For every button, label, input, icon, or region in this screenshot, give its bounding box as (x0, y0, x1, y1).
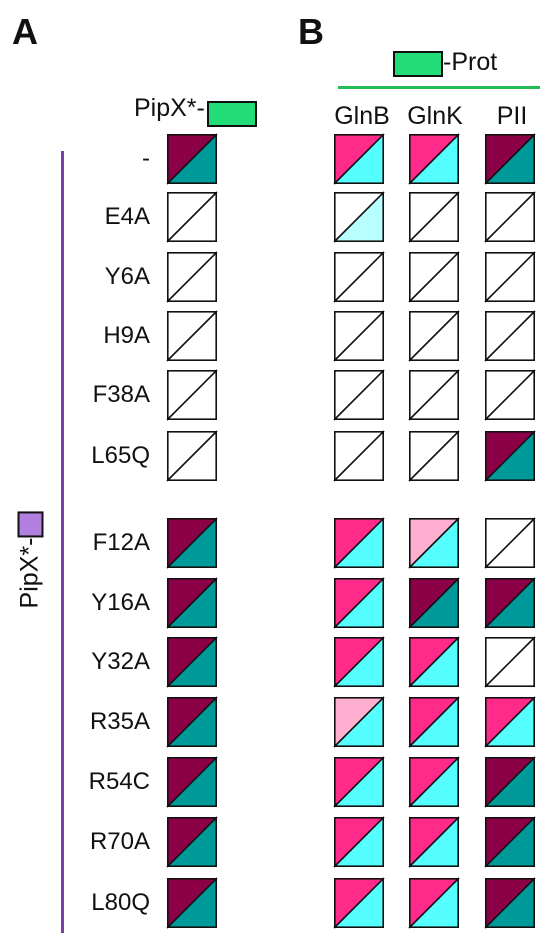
column-header-glnb: GlnB (334, 102, 390, 130)
cell-a-row-11 (166, 816, 218, 868)
cell-a-row-5 (166, 430, 218, 482)
cell-pii-row-10 (484, 756, 536, 808)
cell-glnk-row-10 (408, 756, 460, 808)
row-label: R35A (89, 708, 150, 735)
cell-pii-row-12 (484, 877, 536, 929)
cell-a-row-6 (166, 517, 218, 569)
cell-glnb-row-1 (333, 191, 385, 243)
cell-glnk-row-6 (408, 517, 460, 569)
cell-a-row-12 (166, 877, 218, 929)
header-b-tag (393, 51, 443, 77)
row-label: Y16A (91, 589, 150, 616)
row-label: Y32A (91, 648, 150, 675)
header-a-tag (207, 101, 257, 127)
cell-glnb-row-0 (333, 133, 385, 185)
cell-glnb-row-12 (333, 877, 385, 929)
cell-glnk-row-3 (408, 310, 460, 362)
row-label: H9A (103, 322, 150, 349)
cell-a-row-4 (166, 369, 218, 421)
cell-a-row-1 (166, 191, 218, 243)
cell-pii-row-8 (484, 636, 536, 688)
cell-a-row-8 (166, 636, 218, 688)
cell-glnk-row-2 (408, 251, 460, 303)
cell-a-row-7 (166, 577, 218, 629)
cell-glnb-row-8 (333, 636, 385, 688)
cell-glnk-row-12 (408, 877, 460, 929)
cell-pii-row-5 (484, 430, 536, 482)
cell-a-row-3 (166, 310, 218, 362)
row-label: F12A (92, 529, 150, 556)
row-label: F38A (92, 381, 150, 408)
cell-pii-row-3 (484, 310, 536, 362)
panel-a-letter: A (12, 11, 38, 52)
row-label: - (142, 145, 150, 172)
cell-glnk-row-5 (408, 430, 460, 482)
column-header-pii: PII (496, 102, 528, 130)
row-label: L80Q (91, 889, 150, 916)
cell-a-row-0 (166, 133, 218, 185)
cell-pii-row-9 (484, 696, 536, 748)
cell-glnb-row-5 (333, 430, 385, 482)
cell-glnk-row-4 (408, 369, 460, 421)
cell-a-row-10 (166, 756, 218, 808)
row-label: Y6A (104, 263, 150, 290)
column-header-glnk: GlnK (407, 102, 463, 130)
row-label: L65Q (91, 442, 150, 469)
header-b-underline (338, 86, 540, 89)
cell-a-row-2 (166, 251, 218, 303)
cell-a-row-9 (166, 696, 218, 748)
row-label: R70A (89, 828, 150, 855)
cell-glnk-row-8 (408, 636, 460, 688)
cell-glnb-row-2 (333, 251, 385, 303)
cell-glnb-row-10 (333, 756, 385, 808)
panel-b-letter: B (298, 11, 324, 52)
header-b-label: -Prot (443, 48, 498, 76)
header-a-label: PipX*- (134, 94, 205, 122)
cell-glnk-row-11 (408, 816, 460, 868)
row-label: E4A (104, 203, 150, 230)
bait-bracket-line (61, 151, 64, 933)
cell-glnb-row-6 (333, 517, 385, 569)
row-label: R54C (88, 768, 150, 795)
cell-pii-row-0 (484, 133, 536, 185)
cell-glnk-row-7 (408, 577, 460, 629)
cell-pii-row-2 (484, 251, 536, 303)
cell-pii-row-1 (484, 191, 536, 243)
cell-glnb-row-4 (333, 369, 385, 421)
cell-glnb-row-3 (333, 310, 385, 362)
cell-pii-row-6 (484, 517, 536, 569)
cell-glnb-row-11 (333, 816, 385, 868)
cell-glnk-row-1 (408, 191, 460, 243)
cell-glnb-row-9 (333, 696, 385, 748)
cell-pii-row-7 (484, 577, 536, 629)
cell-glnk-row-0 (408, 133, 460, 185)
cell-pii-row-11 (484, 816, 536, 868)
cell-pii-row-4 (484, 369, 536, 421)
cell-glnk-row-9 (408, 696, 460, 748)
cell-glnb-row-7 (333, 577, 385, 629)
